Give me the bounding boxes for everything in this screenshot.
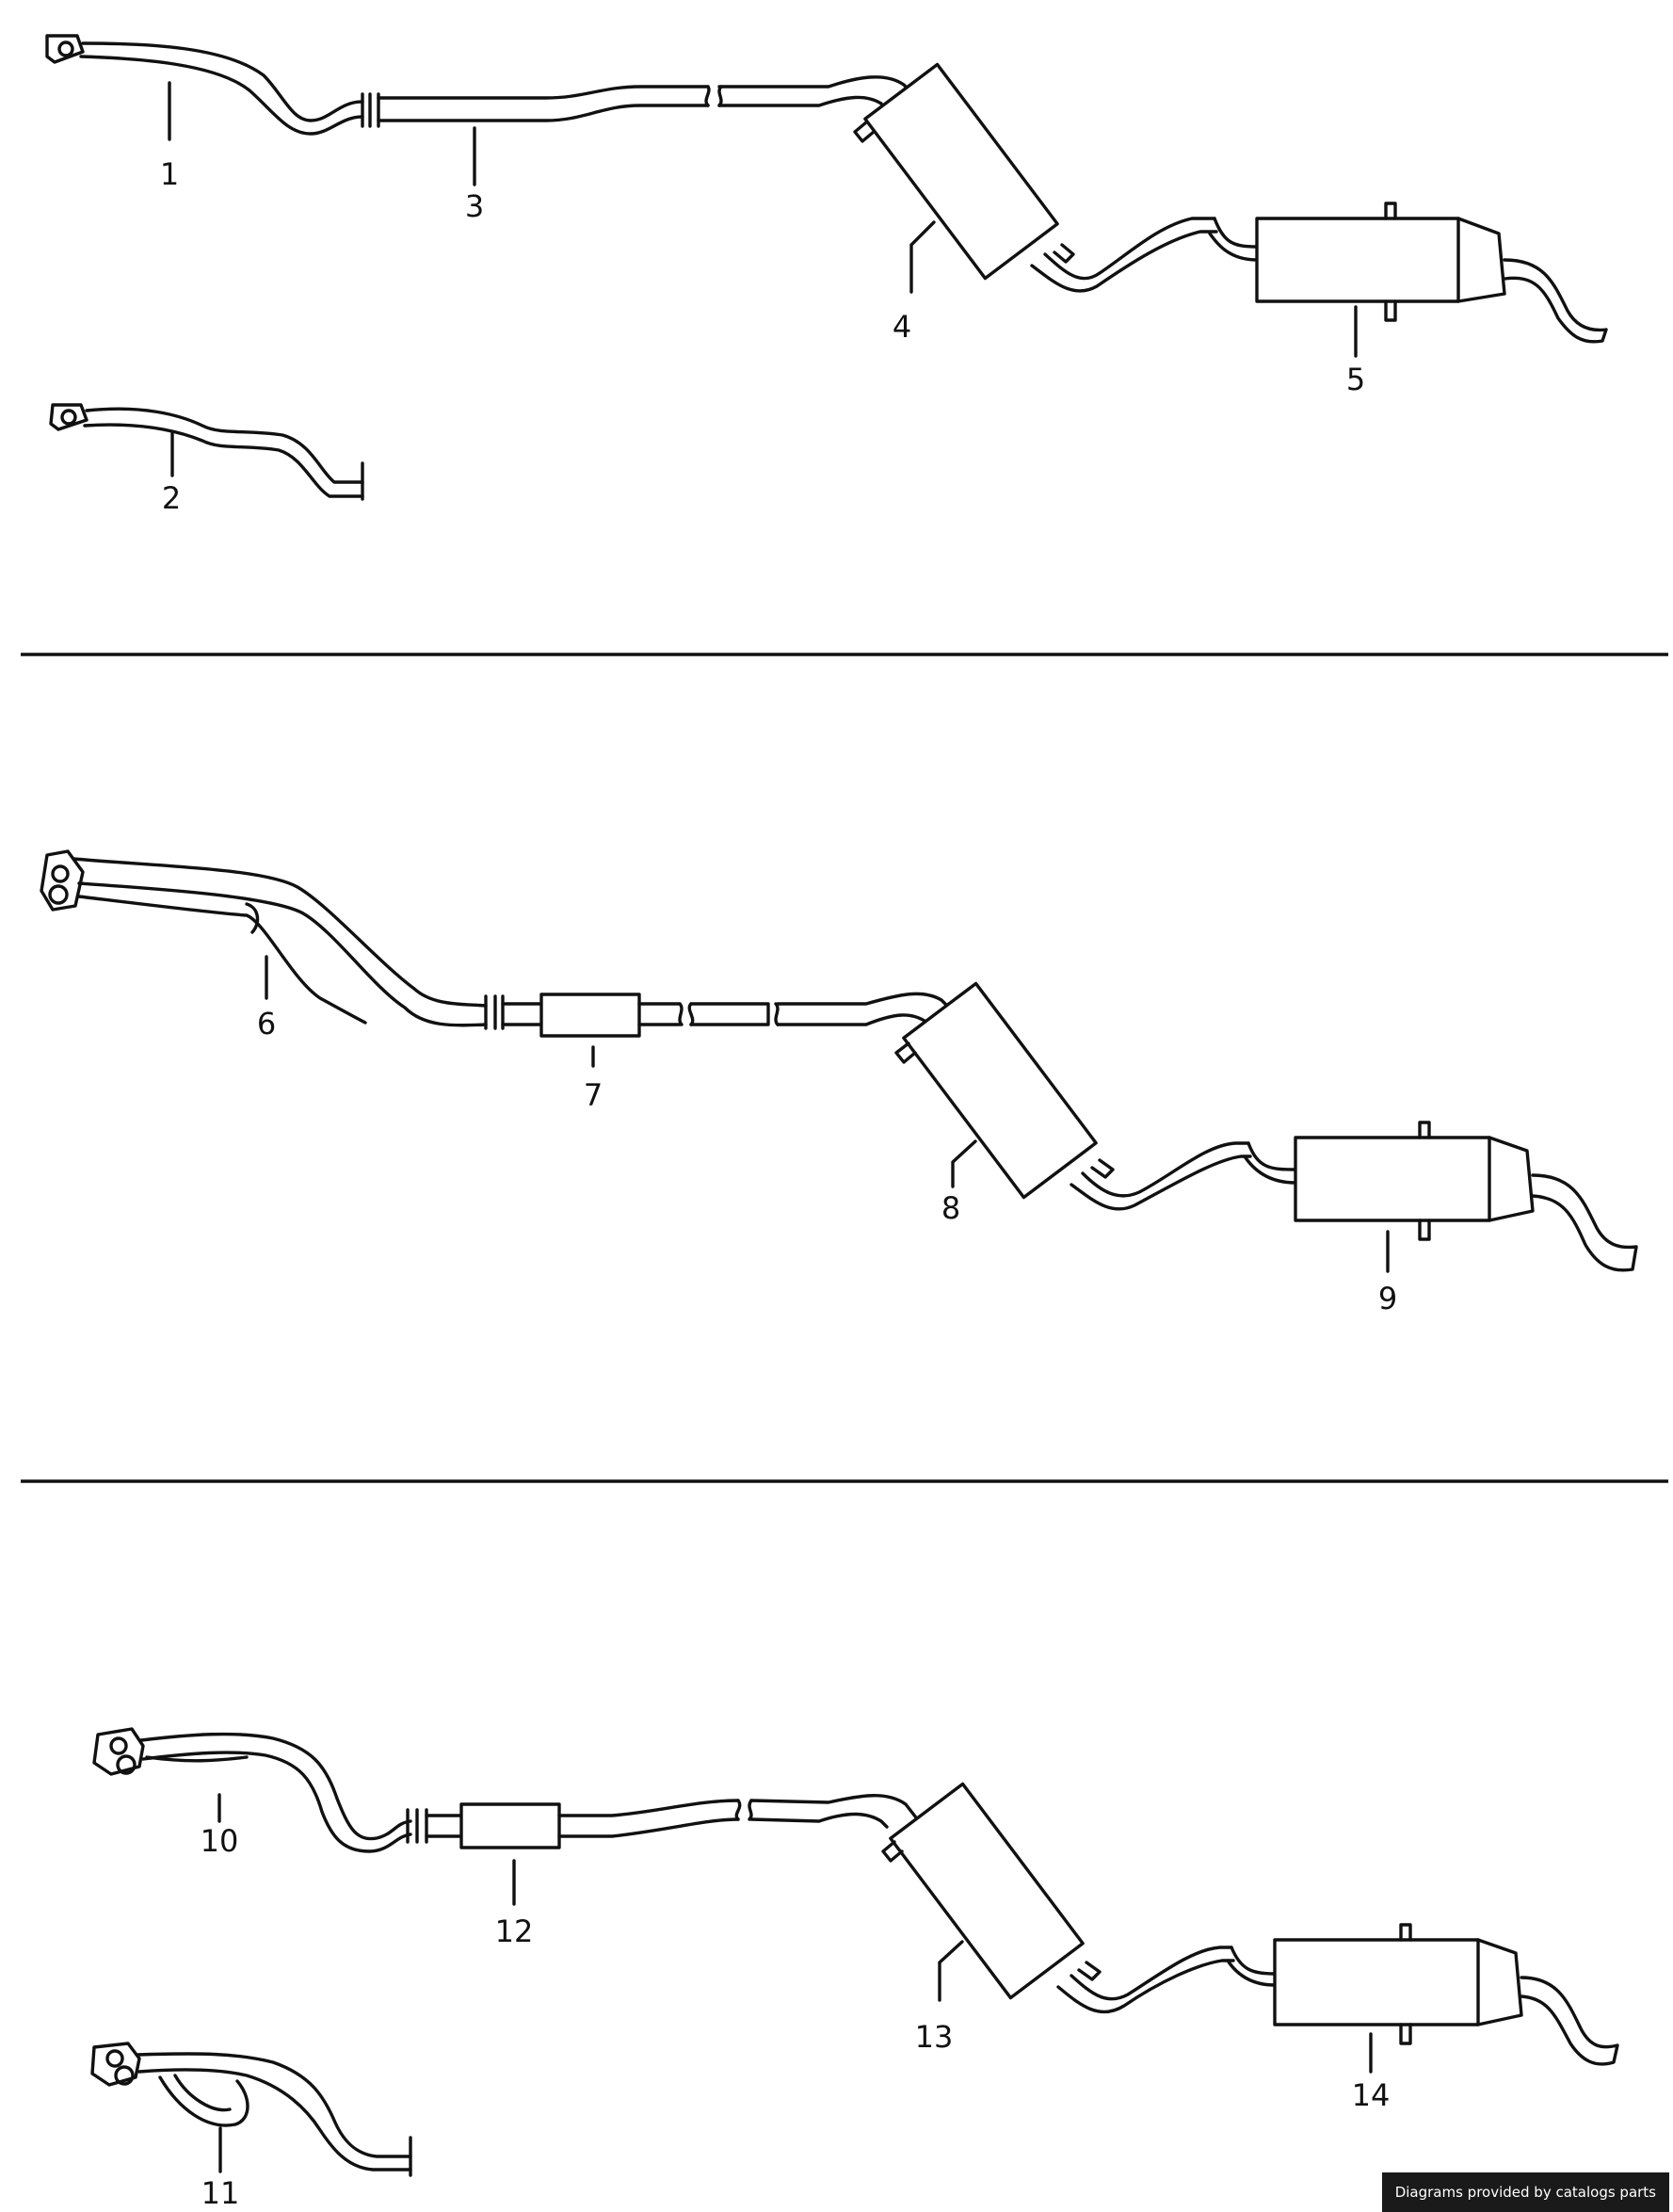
callout-4: 4 xyxy=(893,309,911,345)
diagram-credit-label: Diagrams provided by catalogs parts xyxy=(1381,2172,1669,2212)
part-6-callout[interactable]: 6 xyxy=(257,955,276,1041)
part-1-callout[interactable]: 1 xyxy=(160,81,179,192)
part-12-callout[interactable]: 12 xyxy=(495,1859,534,1949)
part-8-centre-silencer[interactable] xyxy=(894,981,1115,1200)
part-7-front-silencer[interactable] xyxy=(501,993,770,1038)
part-4-centre-silencer[interactable] xyxy=(853,62,1075,281)
callout-9: 9 xyxy=(1378,1281,1397,1316)
part-7-callout[interactable]: 7 xyxy=(584,1045,603,1113)
part-5-callout[interactable]: 5 xyxy=(1346,305,1365,397)
section-1: 1 2 3 xyxy=(45,34,1608,516)
part-13-callout[interactable]: 13 xyxy=(915,1940,964,2055)
part-1-front-pipe[interactable] xyxy=(45,34,372,136)
part-3-callout[interactable]: 3 xyxy=(465,126,484,224)
part-10-callout[interactable]: 10 xyxy=(201,1793,239,1859)
callout-11: 11 xyxy=(201,2175,240,2211)
callout-5: 5 xyxy=(1346,362,1365,397)
pipe-centre-to-rear xyxy=(1030,217,1259,293)
part-14-rear-silencer[interactable] xyxy=(1273,1923,1619,2066)
part-6-twin-front-pipe[interactable] xyxy=(40,849,497,1030)
part-9-rear-silencer[interactable] xyxy=(1294,1121,1638,1272)
callout-13: 13 xyxy=(915,2019,954,2055)
part-4-callout[interactable]: 4 xyxy=(893,220,936,345)
callout-2: 2 xyxy=(162,480,181,516)
part-8-callout[interactable]: 8 xyxy=(941,1139,977,1226)
pipe-centre-to-rear-2 xyxy=(1070,1141,1297,1211)
callout-12: 12 xyxy=(495,1913,534,1949)
callout-10: 10 xyxy=(201,1823,239,1859)
part-5-rear-silencer[interactable] xyxy=(1255,202,1608,344)
part-9-callout[interactable]: 9 xyxy=(1378,1230,1397,1316)
part-2-callout[interactable]: 2 xyxy=(162,431,181,516)
part-14-callout[interactable]: 14 xyxy=(1352,2032,1391,2113)
callout-1: 1 xyxy=(160,156,179,192)
callout-3: 3 xyxy=(465,188,484,224)
part-2-front-pipe[interactable] xyxy=(49,403,364,501)
pipe-centre-to-rear-3 xyxy=(1056,1946,1277,2014)
section-2: 6 7 8 xyxy=(40,849,1638,1316)
part-10-front-pipe[interactable] xyxy=(92,1727,419,1853)
part-12-front-silencer[interactable] xyxy=(425,1794,921,1849)
callout-6: 6 xyxy=(257,1006,276,1041)
callout-8: 8 xyxy=(941,1190,960,1226)
part-11-front-pipe[interactable] xyxy=(90,2042,412,2177)
part-11-callout[interactable]: 11 xyxy=(201,2126,240,2211)
part-13-centre-silencer[interactable] xyxy=(881,1782,1102,2000)
part-3-intermediate-pipe[interactable] xyxy=(377,75,917,128)
section-3: 10 11 xyxy=(90,1727,1619,2211)
callout-7: 7 xyxy=(584,1077,603,1113)
callout-14: 14 xyxy=(1352,2077,1391,2113)
